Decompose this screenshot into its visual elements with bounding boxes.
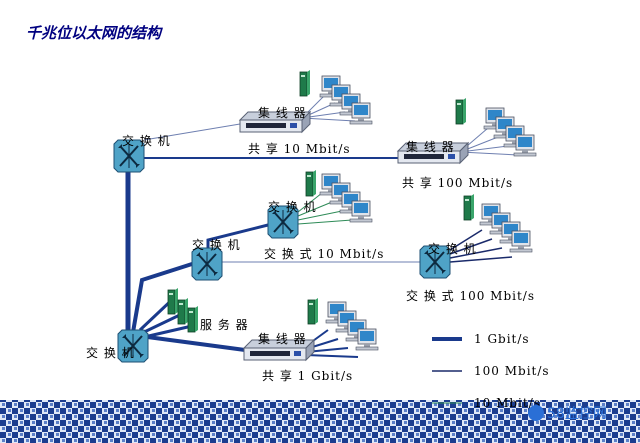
hub-top-label: 集 线 器 bbox=[258, 106, 307, 120]
switch-right-label: 交 换 机 bbox=[428, 242, 477, 256]
server-tower-icon bbox=[305, 169, 317, 197]
server-tower-icon bbox=[463, 193, 475, 221]
legend-label-1g: 1 Gbit/s bbox=[474, 332, 530, 346]
pc-group-icon bbox=[480, 204, 532, 252]
pc-group-icon bbox=[320, 76, 372, 124]
switch-top-label: 交 换 机 bbox=[122, 134, 171, 148]
server-tower-icon bbox=[307, 297, 319, 325]
server-label: 服 务 器 bbox=[200, 318, 249, 332]
shared-1g-label: 共 享 1 Gbit/s bbox=[262, 369, 354, 383]
pc-group-icon bbox=[484, 108, 536, 156]
switched-100-label: 交 换 式 100 Mbit/s bbox=[406, 289, 535, 303]
watermark: 58监控网 bbox=[528, 403, 607, 423]
server-tower-icon bbox=[299, 69, 311, 97]
page-title: 千兆位以太网的结构 bbox=[26, 24, 162, 42]
watermark-logo-icon bbox=[528, 405, 544, 421]
switch-main-label: 交 换 机 bbox=[86, 346, 135, 360]
legend-label-10m: 10 Mbit/s bbox=[474, 396, 541, 410]
pc-group-icon bbox=[320, 174, 372, 222]
switched-10-label: 交 换 式 10 Mbit/s bbox=[264, 247, 385, 261]
switch-upper-label: 交 换 机 bbox=[268, 200, 317, 214]
shared-100-label: 共 享 100 Mbit/s bbox=[402, 176, 514, 190]
hub-bottom-label: 集 线 器 bbox=[258, 332, 307, 346]
server-tower-icon bbox=[455, 97, 467, 125]
links bbox=[125, 94, 519, 358]
watermark-text: 58监控网 bbox=[547, 406, 607, 422]
shared-10-label: 共 享 10 Mbit/s bbox=[248, 142, 351, 156]
pc-group-icon bbox=[326, 302, 378, 350]
hub-right-label: 集 线 器 bbox=[406, 140, 455, 154]
switch-mid-label: 交 换 机 bbox=[192, 238, 241, 252]
server-cluster-icon bbox=[167, 287, 199, 333]
legend-label-100m: 100 Mbit/s bbox=[474, 364, 550, 378]
